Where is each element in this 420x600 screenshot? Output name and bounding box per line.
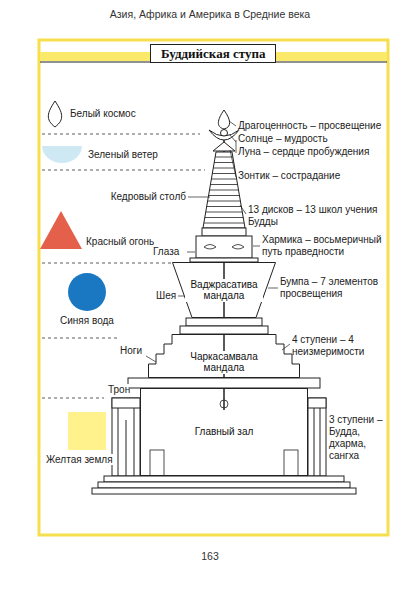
legend-swatch (68, 412, 106, 450)
level-name: Ваджрасатива мандала (185, 279, 263, 302)
label-text: Кедровый столб (111, 191, 186, 202)
part-label: Хармика – восьмеричный путь праведности (262, 234, 386, 258)
part-label: Зонтик – сострадание (238, 170, 386, 182)
harmika (196, 236, 252, 258)
part-label: 13 дисков – 13 школ учения Будды (248, 204, 386, 228)
hall-eaves (128, 378, 320, 388)
label-text: 3 ступени – Будда, дхарма, сангха (329, 414, 382, 461)
legend-label: Желтая земля (46, 454, 113, 466)
spire-disks (204, 157, 244, 223)
label-text: Бумпа – 7 элементов просвещения (280, 276, 378, 299)
label-text: Азия, Африка и Америка в Средние века (110, 8, 310, 20)
legend-label: Белый космос (70, 108, 136, 120)
title-box: Буддийская ступа (150, 44, 276, 63)
part-label: Азия, Африка и Америка в Средние века (0, 8, 420, 21)
panel-frame (39, 40, 388, 535)
part-label: Солнце – мудрость (238, 133, 386, 145)
legend-label: Зеленый ветер (88, 149, 158, 161)
harmika-base (190, 258, 258, 262)
label-text: Шея (156, 290, 176, 301)
throne-annex (112, 398, 326, 476)
legend-swatch (42, 146, 82, 163)
part-label: Трон (108, 384, 138, 396)
part-label: Ноги (120, 345, 150, 357)
legend-label: Синяя вода (60, 315, 114, 327)
part-label: Драгоценность – просвещение (238, 120, 386, 132)
umbrella (213, 142, 235, 151)
label-text: Глаза (153, 246, 179, 257)
eyes (204, 245, 244, 250)
jewel (218, 110, 229, 129)
part-label: Глаза (153, 246, 187, 258)
stupa-level: Чаркасамвала мандала (148, 334, 300, 378)
legend-text: Зеленый ветер (88, 149, 158, 160)
label-text: Луна – сердце пробуждения (238, 146, 369, 157)
label-text: 163 (201, 550, 219, 562)
bumpa-step (186, 318, 262, 326)
label-text: Хармика – восьмеричный путь праведности (262, 234, 382, 257)
ground-step (92, 488, 356, 494)
legend-text: Желтая земля (46, 454, 113, 465)
label-text: Драгоценность – просвещение (238, 120, 381, 131)
label-text: Ноги (120, 345, 142, 356)
legend-text: Синяя вода (60, 315, 114, 326)
legend-swatch (40, 211, 82, 249)
legend-swatch (44, 100, 66, 128)
part-label: 3 ступени – Будда, дхарма, сангха (329, 414, 386, 462)
part-label: Луна – сердце пробуждения (238, 146, 386, 158)
part-label: 4 ступени – 4 неизмеримости (292, 334, 386, 358)
ground-step (104, 476, 344, 482)
label-text: Солнце – мудрость (238, 133, 328, 144)
moon (209, 130, 239, 140)
level-name: Чаркасамвала мандала (174, 351, 274, 374)
legend-text: Белый космос (70, 108, 136, 119)
hall-details (150, 400, 298, 476)
part-label: Бумпа – 7 элементов просвещения (280, 276, 386, 300)
part-label: 163 (0, 550, 420, 563)
legend-label: Красный огонь (86, 236, 154, 248)
part-label: Шея (156, 290, 180, 302)
label-text: 13 дисков – 13 школ учения Будды (248, 204, 377, 227)
ground-step (98, 482, 350, 488)
legend-text: Красный огонь (86, 236, 154, 247)
harmika-collar (202, 228, 246, 236)
label-text: Трон (108, 384, 130, 395)
legend-swatch (68, 273, 106, 311)
part-label: Кедровый столб (106, 191, 186, 203)
spire (203, 152, 245, 228)
bumpa-step (180, 326, 268, 334)
label-text: Зонтик – сострадание (238, 170, 340, 181)
level-name: Главный зал (193, 426, 256, 438)
stupa-level: Ваджрасатива мандала (172, 262, 276, 318)
label-text: 4 ступени – 4 неизмеримости (292, 334, 364, 357)
stupa-level: Главный зал (140, 388, 308, 476)
